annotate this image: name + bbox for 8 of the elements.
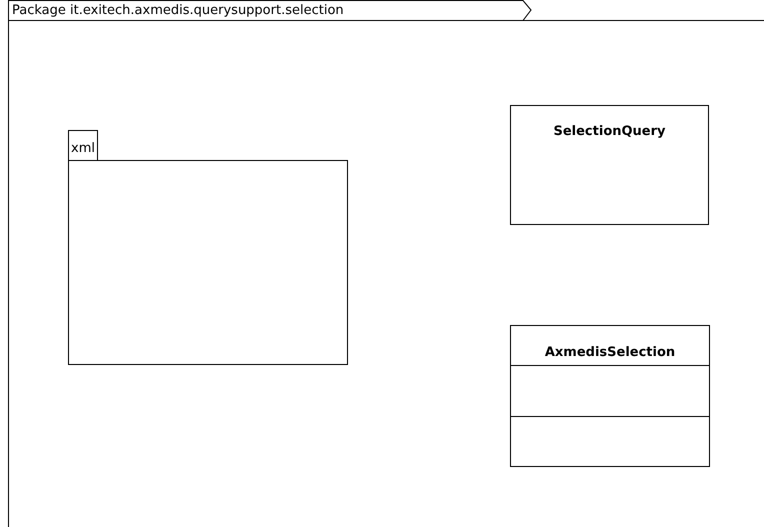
package-frame (8, 0, 764, 527)
class-name: SelectionQuery (553, 124, 666, 139)
package-name: xml (71, 141, 95, 156)
class-name: AxmedisSelection (544, 345, 676, 360)
package-name: Package it.exitech.axmedis.querysupport.selection (11, 3, 344, 18)
class-box (510, 325, 710, 467)
package-symbol (68, 130, 348, 365)
class-box (510, 105, 709, 225)
